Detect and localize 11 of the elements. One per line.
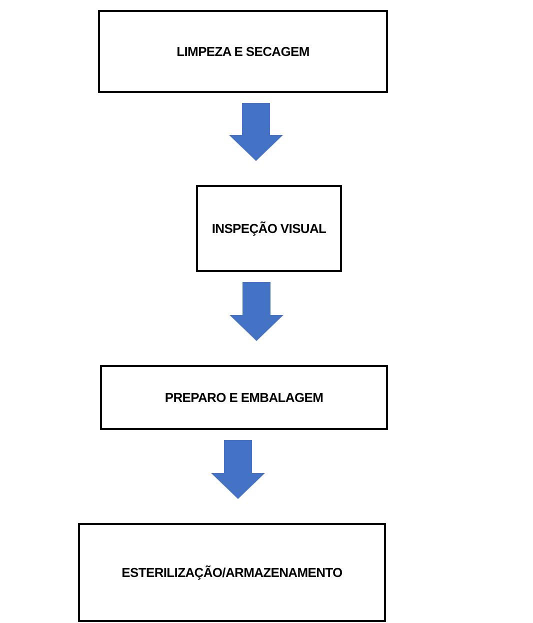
process-box	[98, 10, 388, 93]
step-label: INSPEÇÃO VISUAL	[212, 220, 326, 238]
block-arrow	[211, 440, 265, 499]
process-box	[196, 185, 342, 272]
step-label: PREPARO E EMBALAGEM	[164, 388, 324, 407]
step-label: LIMPEZA E SECAGEM	[176, 42, 310, 61]
block-arrow	[230, 282, 284, 341]
process-box	[78, 523, 386, 622]
block-arrow	[229, 103, 283, 161]
step-label: ESTERILIZAÇÃO/ARMAZENAMENTO	[122, 564, 342, 582]
process-box	[100, 365, 388, 430]
